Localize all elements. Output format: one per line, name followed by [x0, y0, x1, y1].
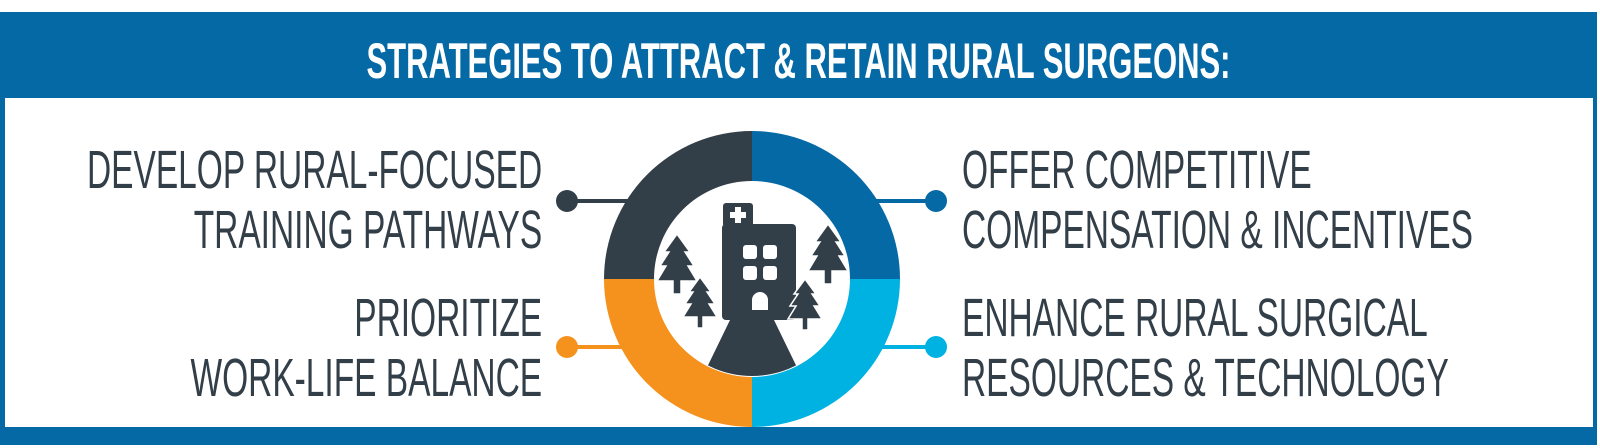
- strategy-resources-technology: ENHANCE RURAL SURGICAL RESOURCES & TECHN…: [962, 288, 1449, 408]
- strategy-line: PRIORITIZE: [354, 288, 542, 348]
- ring-segment-bottom-left: [604, 279, 752, 427]
- strategy-line: WORK-LIFE BALANCE: [190, 348, 542, 408]
- strategy-work-life-balance: PRIORITIZE WORK-LIFE BALANCE: [190, 288, 542, 408]
- strategy-training-pathways: DEVELOP RURAL-FOCUSED TRAINING PATHWAYS: [87, 140, 542, 260]
- strategy-line: TRAINING PATHWAYS: [193, 200, 542, 260]
- strategy-compensation-incentives: OFFER COMPETITIVE COMPENSATION & INCENTI…: [962, 140, 1473, 260]
- strategy-line: COMPENSATION & INCENTIVES: [962, 200, 1473, 260]
- strategy-line: ENHANCE RURAL SURGICAL: [962, 288, 1428, 348]
- strategy-line: DEVELOP RURAL-FOCUSED: [86, 140, 542, 200]
- medical-cross-icon: [730, 207, 746, 223]
- ring: [604, 131, 900, 427]
- ring-segment-bottom-right: [752, 279, 900, 427]
- tree-icon: [655, 222, 849, 331]
- page-title: STRATEGIES TO ATTRACT & RETAIN RURAL SUR…: [366, 33, 1231, 89]
- ring-segment-top-right: [752, 131, 900, 279]
- ring-segment-top-left: [604, 131, 752, 279]
- strategy-line: RESOURCES & TECHNOLOGY: [962, 348, 1449, 408]
- strategy-line: OFFER COMPETITIVE: [962, 140, 1312, 200]
